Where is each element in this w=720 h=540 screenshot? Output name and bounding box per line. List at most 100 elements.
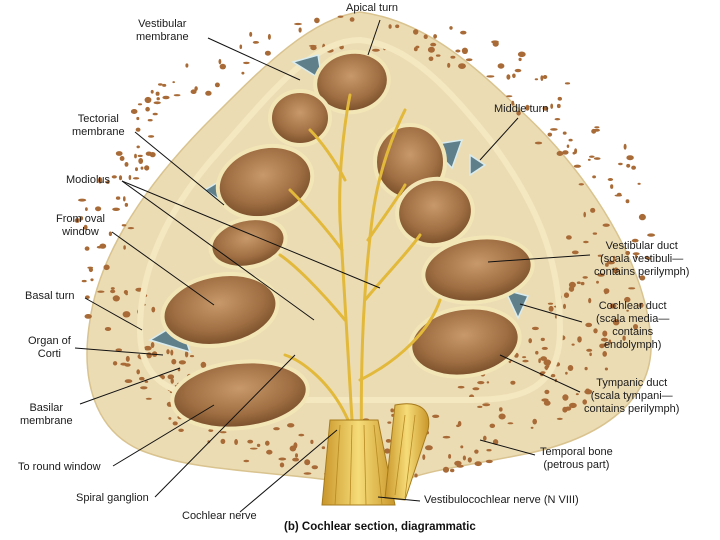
bone-pore xyxy=(185,63,189,68)
caption-text: Cochlear section, diagrammatic xyxy=(301,521,476,533)
bone-pore xyxy=(578,183,584,186)
bone-pore xyxy=(140,166,144,170)
bone-pore xyxy=(631,165,636,170)
bone-pore xyxy=(166,349,170,355)
bone-pore xyxy=(442,466,450,473)
bone-pore xyxy=(413,47,418,52)
bone-pore xyxy=(565,371,568,375)
bone-pore xyxy=(460,445,464,449)
bone-pore xyxy=(83,224,88,230)
bone-pore xyxy=(563,292,570,299)
bone-pore xyxy=(171,358,177,365)
bone-pore xyxy=(427,46,435,53)
bone-pore xyxy=(597,273,605,277)
bone-pore xyxy=(612,319,620,326)
label-organ-of-corti: Organ of Corti xyxy=(28,335,71,360)
bone-pore xyxy=(586,348,593,352)
bone-pore xyxy=(115,151,123,156)
label-basilar-membrane: Basilar membrane xyxy=(20,402,73,427)
label-spiral-ganglion: Spiral ganglion xyxy=(76,492,149,504)
bone-pore xyxy=(589,352,592,357)
bone-pore xyxy=(298,433,305,437)
bone-pore xyxy=(184,351,189,358)
bone-pore xyxy=(540,356,547,361)
bone-pore xyxy=(486,449,492,452)
bone-pore xyxy=(457,385,465,389)
bone-pore xyxy=(562,131,567,135)
bone-pore xyxy=(278,457,287,461)
bone-pore xyxy=(541,346,548,350)
bone-pore xyxy=(110,287,115,290)
bone-pore xyxy=(472,387,480,391)
bone-pore xyxy=(388,24,392,29)
bone-pore xyxy=(310,439,314,444)
bone-pore xyxy=(564,406,572,411)
bone-pore xyxy=(337,15,344,18)
bone-pore xyxy=(568,281,576,288)
label-cochlear-duct: Cochlear duct (scala media— contains end… xyxy=(596,300,670,351)
bone-pore xyxy=(435,54,441,57)
bone-pore xyxy=(190,89,197,94)
bone-pore xyxy=(115,196,121,200)
bone-pore xyxy=(189,355,195,358)
bone-pore xyxy=(511,100,515,106)
bone-pore xyxy=(483,435,487,441)
label-vestibular-membrane: Vestibular membrane xyxy=(136,18,189,43)
bone-pore xyxy=(121,224,127,227)
bone-pore xyxy=(132,177,140,180)
bone-pore xyxy=(249,447,258,450)
bone-pore xyxy=(498,413,506,420)
bone-pore xyxy=(467,457,472,463)
bone-pore xyxy=(486,381,490,384)
bone-pore xyxy=(613,267,619,274)
bone-pore xyxy=(96,245,103,249)
bone-pore xyxy=(616,192,622,197)
bone-pore xyxy=(170,378,174,384)
bone-pore xyxy=(610,184,614,189)
bone-pore xyxy=(162,83,167,87)
bone-pore xyxy=(547,132,553,137)
bone-pore xyxy=(432,414,440,418)
bone-pore xyxy=(599,343,605,349)
label-basal-turn: Basal turn xyxy=(25,290,75,302)
bone-pore xyxy=(628,287,636,290)
bone-pore xyxy=(609,303,617,309)
bone-pore xyxy=(550,374,556,378)
bone-pore xyxy=(583,211,586,218)
bone-pore xyxy=(572,151,576,155)
bone-pore xyxy=(311,465,318,470)
bone-pore xyxy=(474,449,479,454)
bone-pore xyxy=(477,381,485,385)
bone-pore xyxy=(172,81,175,84)
bone-pore xyxy=(168,417,172,420)
bone-pore xyxy=(433,34,437,39)
bone-pore xyxy=(584,366,588,371)
bone-pore xyxy=(516,110,521,116)
bone-pore xyxy=(384,448,391,454)
bone-pore xyxy=(522,359,529,363)
bone-pore xyxy=(155,91,160,96)
bone-pore xyxy=(562,394,569,401)
bone-pore xyxy=(124,363,131,367)
bone-pore xyxy=(425,445,433,451)
bone-pore xyxy=(566,144,570,148)
bone-pore xyxy=(162,95,170,100)
bone-pore xyxy=(589,155,595,158)
bone-pore xyxy=(450,55,456,59)
bone-pore xyxy=(143,345,152,351)
bone-pore xyxy=(590,207,596,213)
label-apical-turn: Apical turn xyxy=(346,2,398,14)
bone-pore xyxy=(88,267,93,273)
bone-pore xyxy=(247,439,254,444)
bone-pore xyxy=(167,374,175,380)
bone-pore xyxy=(140,386,148,390)
label-vestibular-duct: Vestibular duct (scala vestibuli— contai… xyxy=(594,240,690,278)
bone-pore xyxy=(568,138,573,142)
bone-pore xyxy=(125,292,128,296)
bone-pore xyxy=(218,58,222,65)
bone-pore xyxy=(146,352,152,359)
bone-pore xyxy=(507,422,514,425)
bone-pore xyxy=(556,103,561,109)
bone-pore xyxy=(122,311,131,318)
bone-pore xyxy=(243,459,250,463)
